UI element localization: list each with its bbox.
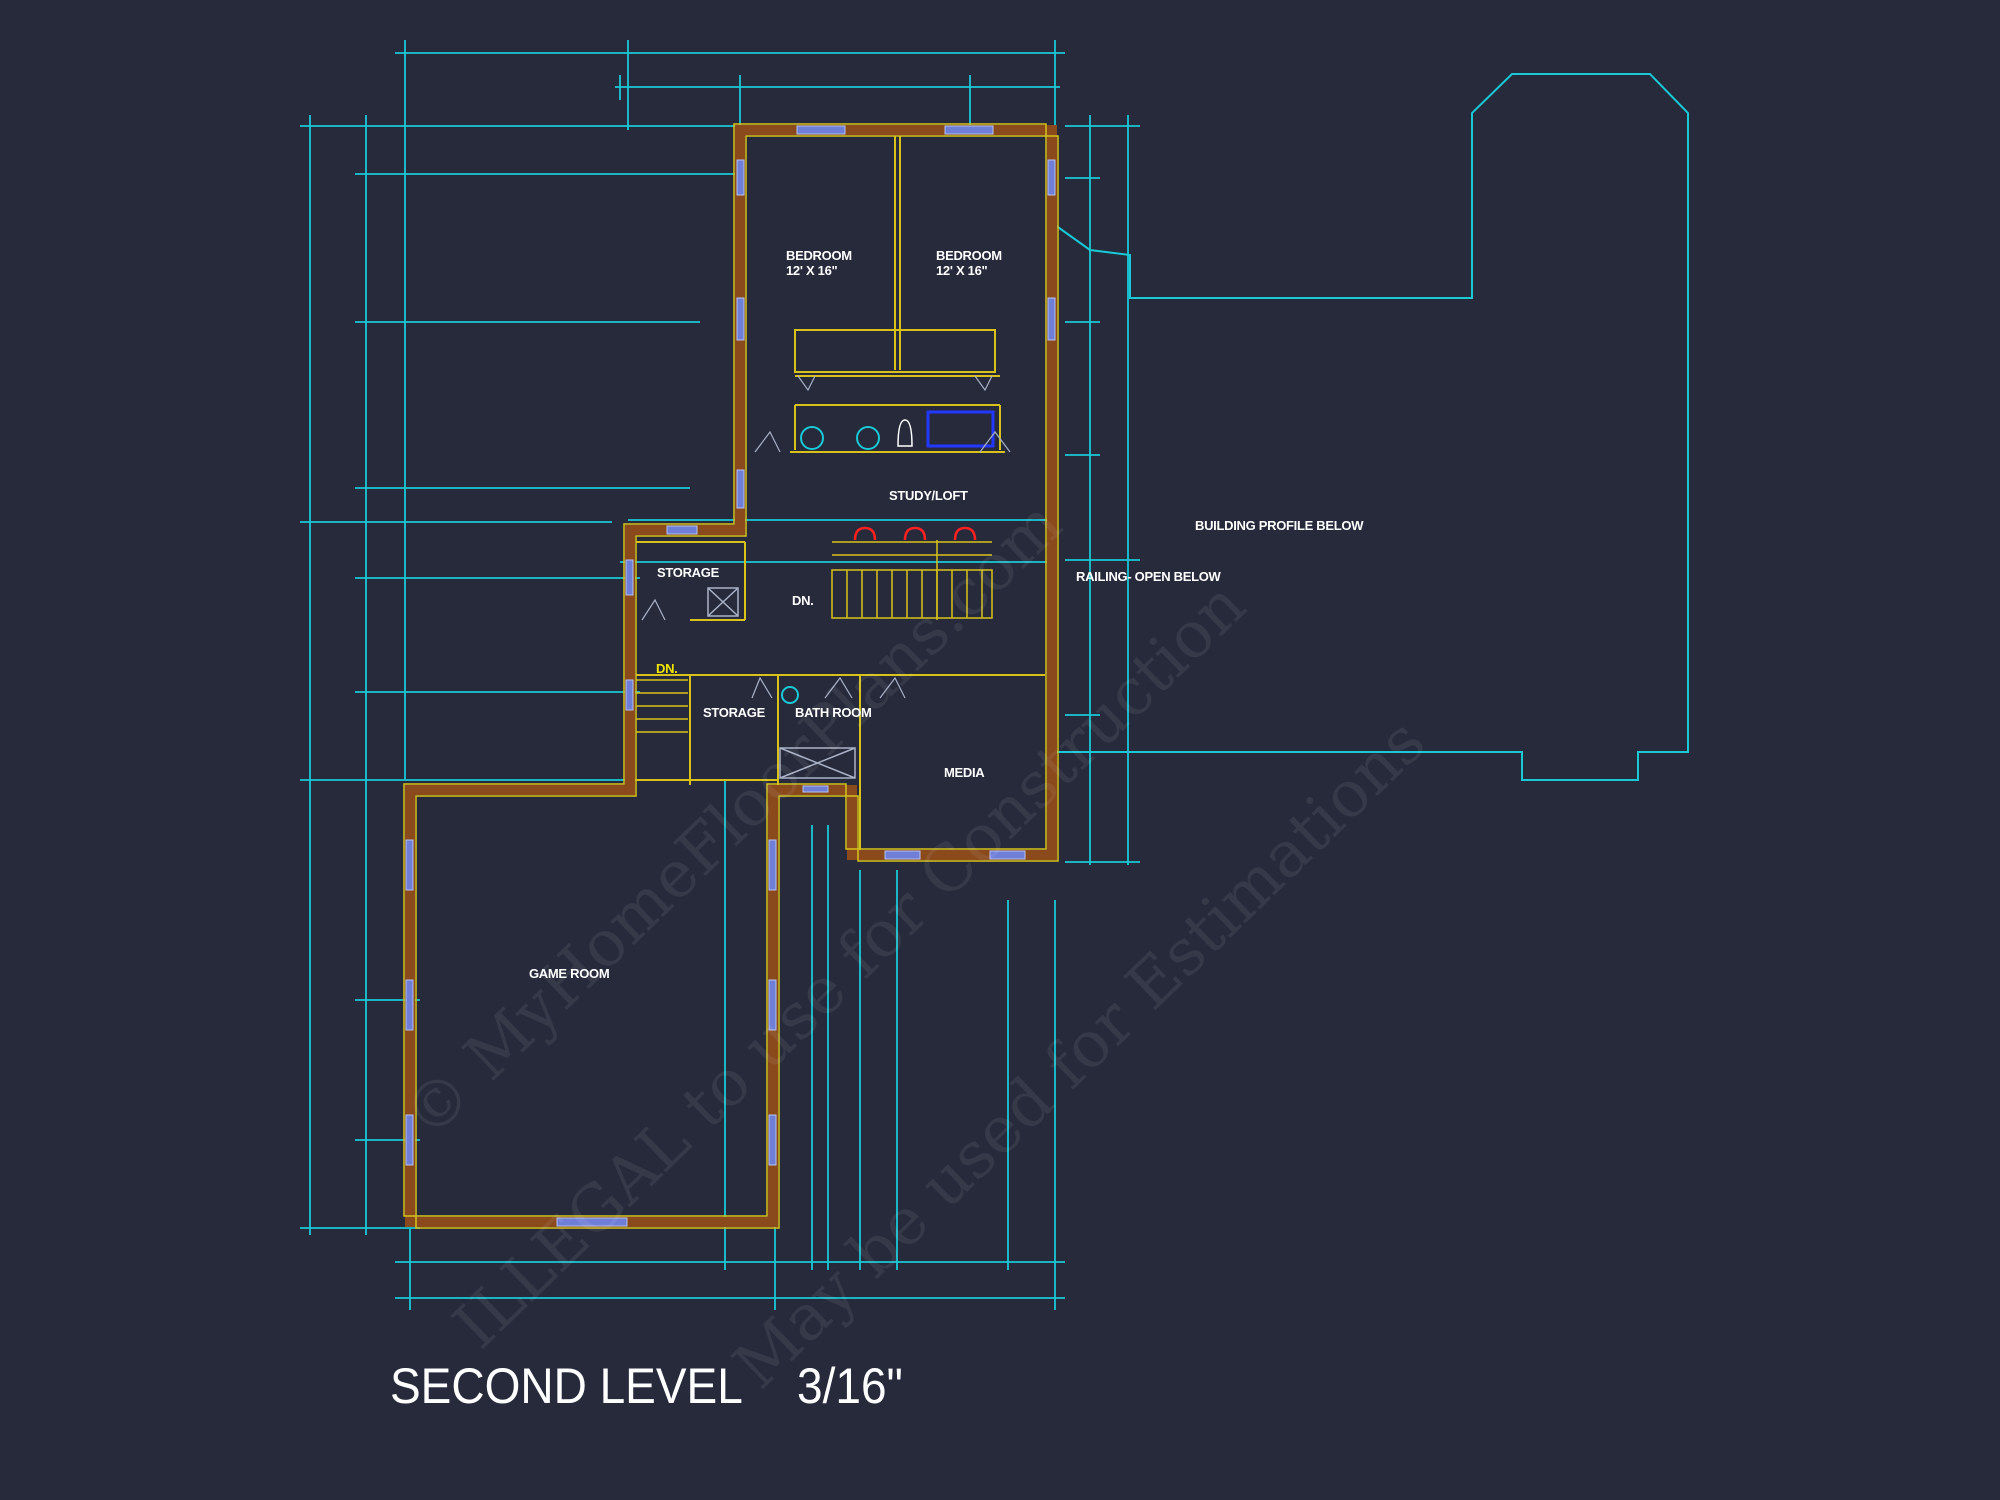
bedroom-label: BEDROOM (786, 248, 852, 263)
stair-down-label: DN. (792, 593, 814, 608)
walls (403, 123, 1059, 1229)
bedroom-label: BEDROOM (936, 248, 1002, 263)
study-loft-label: STUDY/LOFT (889, 488, 968, 503)
game-room-label: GAME ROOM (529, 966, 610, 981)
storage-label: STORAGE (703, 705, 765, 720)
fixtures (641, 375, 1011, 779)
storage-label: STORAGE (657, 565, 719, 580)
drawing-scale: 3/16" (797, 1358, 903, 1414)
windows (405, 125, 1056, 1227)
building-profile-outline (1054, 73, 1689, 781)
bath-room-label: BATH ROOM (795, 705, 872, 720)
stair-down-label: DN. (656, 661, 678, 676)
bedroom-size: 12' X 16" (936, 263, 988, 278)
drawing-title: SECOND LEVEL (390, 1358, 743, 1414)
media-label: MEDIA (944, 765, 985, 780)
bedroom-size: 12' X 16" (786, 263, 838, 278)
dimension-lines (300, 40, 1140, 1310)
railing-note: RAILING- OPEN BELOW (1076, 569, 1221, 584)
interior-walls (635, 136, 1045, 850)
building-profile-note: BUILDING PROFILE BELOW (1195, 518, 1364, 533)
stairs (636, 540, 993, 733)
